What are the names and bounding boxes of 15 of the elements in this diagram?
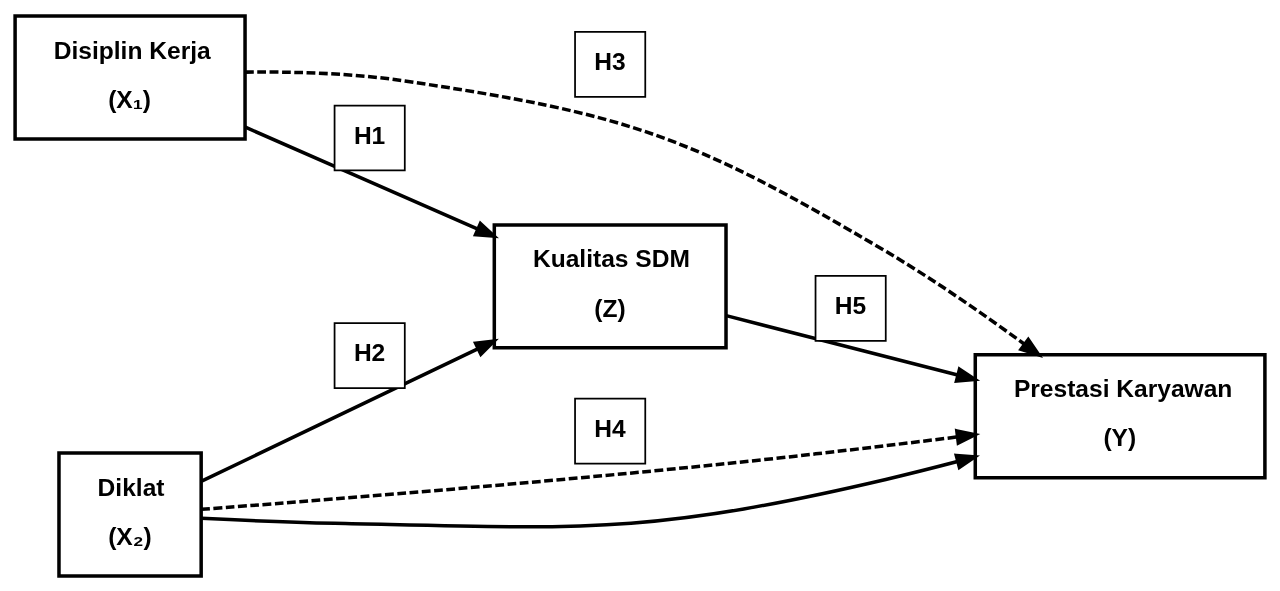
arrow [201, 453, 980, 528]
arrow [725, 313, 981, 383]
arrow [245, 69, 1044, 358]
node-box: Kualitas SDM (Z) [492, 222, 728, 350]
node-box: Diklat (X₂) [57, 450, 203, 578]
edge-label: H1 [353, 121, 386, 149]
edge-label: H2 [353, 338, 386, 366]
edge-label: H4 [594, 414, 626, 442]
arrow [200, 338, 499, 483]
arrow [244, 125, 499, 238]
edge-label: H5 [834, 291, 867, 319]
node-box: Prestasi Karyawan (Y) [973, 352, 1267, 479]
arrow [201, 428, 981, 511]
edge-label: H3 [594, 47, 626, 75]
node-box: Disiplin Kerja (X₁) [13, 13, 247, 141]
